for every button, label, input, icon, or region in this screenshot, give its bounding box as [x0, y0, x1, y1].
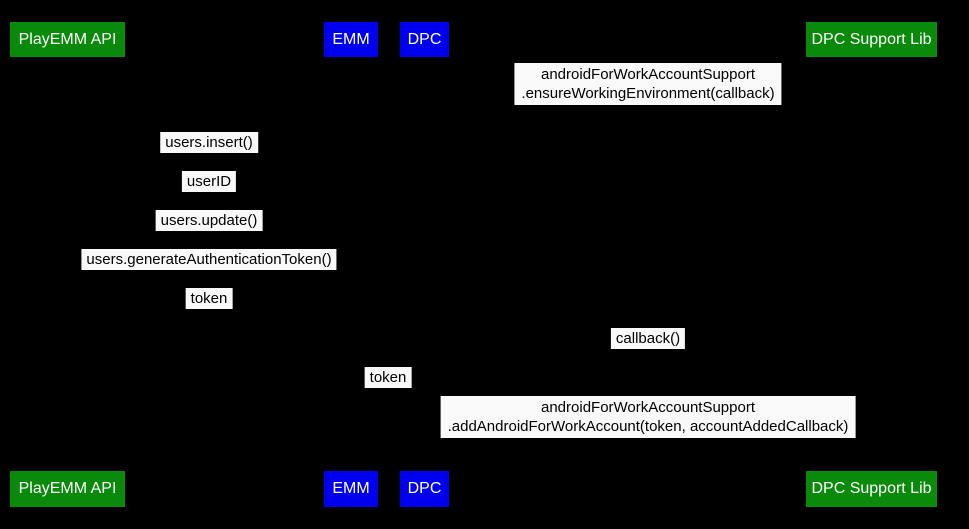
actor-playemm-api-top: PlayEMM API [10, 22, 125, 57]
message-line: .ensureWorkingEnvironment(callback) [521, 85, 775, 102]
actor-emm-bottom: EMM [324, 471, 378, 507]
message-generate-authentication-token: users.generateAuthenticationToken() [81, 249, 337, 270]
message-userid: userID [181, 171, 237, 192]
actor-playemm-api-bottom: PlayEMM API [10, 471, 125, 507]
message-users-update: users.update() [155, 210, 263, 231]
message-token-forward: token [364, 367, 412, 388]
actor-dpc-support-lib-bottom: DPC Support Lib [806, 471, 937, 507]
message-token-return: token [185, 288, 233, 309]
message-add-android-for-work-account: androidForWorkAccountSupport .addAndroid… [440, 396, 856, 438]
message-ensure-working-environment: androidForWorkAccountSupport .ensureWork… [514, 63, 782, 105]
message-line: .addAndroidForWorkAccount(token, account… [447, 418, 849, 435]
actor-dpc-top: DPC [400, 22, 449, 57]
message-callback: callback() [610, 328, 686, 349]
actor-dpc-support-lib-top: DPC Support Lib [806, 22, 937, 57]
message-users-insert: users.insert() [160, 132, 258, 153]
message-line: androidForWorkAccountSupport [541, 399, 755, 416]
actor-emm-top: EMM [324, 22, 378, 57]
actor-dpc-bottom: DPC [400, 471, 449, 507]
message-line: androidForWorkAccountSupport [540, 66, 755, 83]
